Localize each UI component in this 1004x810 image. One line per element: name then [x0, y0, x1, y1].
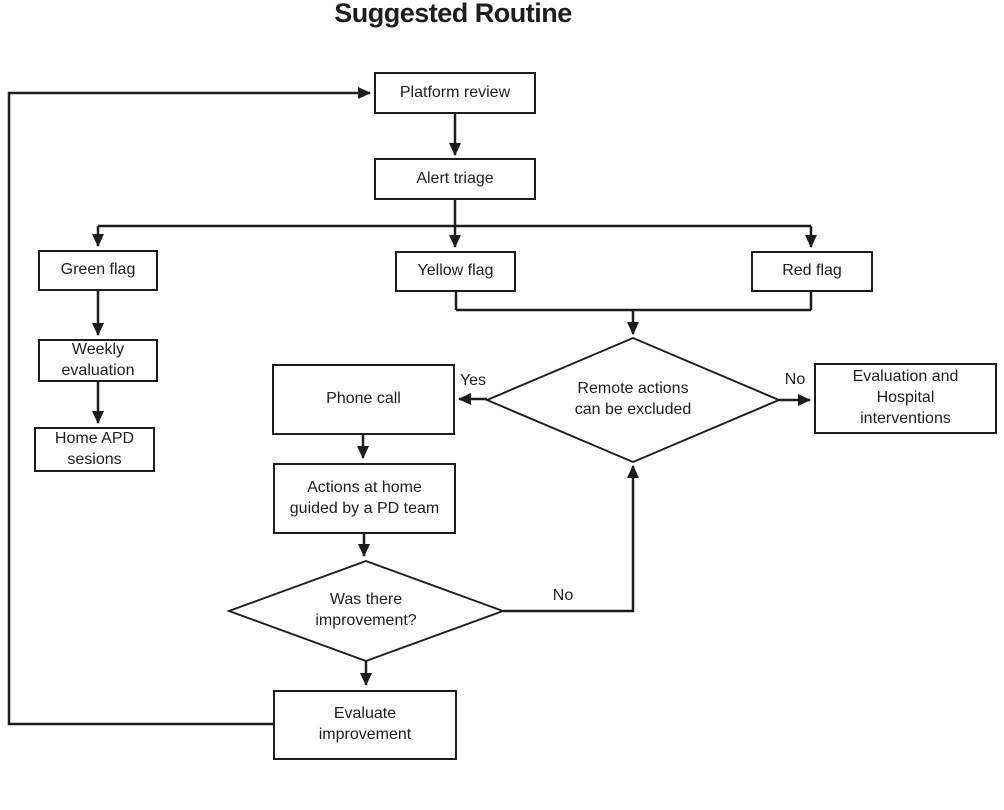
page-title: Suggested Routine [334, 0, 572, 28]
edge-label-no-hospital: No [784, 371, 806, 388]
node-evaluate-improvement-label: Evaluate improvement [318, 705, 412, 743]
node-weekly-evaluation: Weekly evaluation [38, 339, 158, 382]
node-red-flag-label: Red flag [782, 262, 842, 280]
node-home-apd-sessions: Home APD sesions [34, 427, 155, 472]
remote-actions-diamond-shape [484, 336, 782, 464]
node-green-flag-label: Green flag [60, 261, 136, 279]
node-green-flag: Green flag [38, 250, 158, 291]
node-yellow-flag-label: Yellow flag [417, 262, 494, 280]
node-evaluate-improvement: Evaluate improvement [273, 690, 457, 760]
node-evaluation-hospital-interventions: Evaluation and Hospital interventions [814, 363, 997, 434]
node-actions-at-home: Actions at home guided by a PD team [273, 463, 456, 534]
node-weekly-evaluation-label: Weekly evaluation [61, 340, 135, 379]
node-platform-review: Platform review [374, 72, 536, 114]
node-alert-triage-label: Alert triage [416, 169, 494, 187]
node-yellow-flag: Yellow flag [395, 251, 516, 292]
node-home-apd-sessions-label: Home APD sesions [54, 429, 135, 468]
edge-label-yes: Yes [459, 372, 487, 389]
improvement-diamond-shape [226, 559, 506, 663]
node-phone-call-label: Phone call [326, 390, 401, 408]
edge-label-no-loop: No [552, 587, 574, 604]
node-platform-review-label: Platform review [399, 83, 511, 101]
node-evaluation-hospital-interventions-label: Evaluation and Hospital interventions [852, 368, 959, 427]
node-actions-at-home-label: Actions at home guided by a PD team [289, 478, 440, 517]
edge-improve-no-to-remote [503, 465, 639, 613]
node-alert-triage: Alert triage [374, 158, 536, 200]
edge-yellowred-join-rail [454, 292, 813, 312]
node-red-flag: Red flag [751, 251, 873, 292]
edge-alert-branch-rail [98, 200, 811, 228]
edge-evaluate-loop-to-platform [7, 87, 371, 726]
node-phone-call: Phone call [272, 364, 455, 435]
